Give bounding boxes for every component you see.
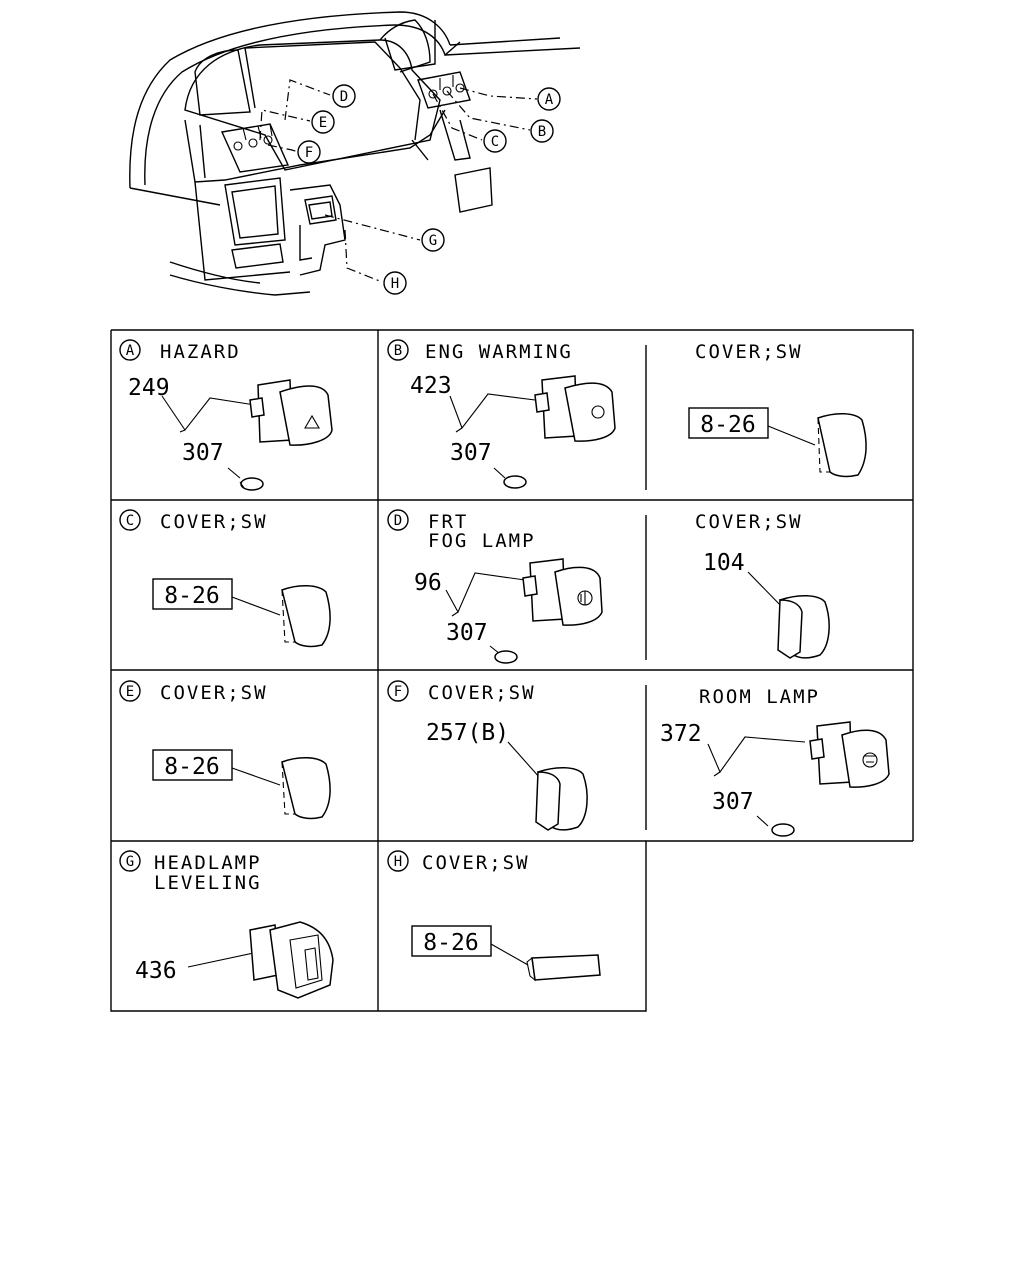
cell-f2-title: ROOM LAMP [699, 686, 820, 708]
cell-b2-cover-sw: COVER;SW 8-26 [688, 341, 867, 478]
callout-c: C [483, 129, 507, 153]
svg-text:C: C [126, 513, 134, 529]
svg-text:G: G [126, 854, 134, 870]
part-436-label: 436 [135, 958, 177, 984]
cell-g-title-2: LEVELING [154, 872, 262, 894]
cell-d2-title: COVER;SW [695, 511, 803, 533]
cell-b2-title: COVER;SW [695, 341, 803, 363]
cell-c-title: COVER;SW [160, 511, 268, 533]
headlamp-leveling-switch [249, 921, 334, 999]
svg-text:H: H [391, 276, 399, 292]
switch-cover-104 [777, 595, 830, 659]
part-307-label-b: 307 [450, 440, 492, 466]
part-307-label-f2: 307 [712, 789, 754, 815]
svg-text:H: H [394, 854, 402, 870]
svg-text:B: B [538, 124, 546, 140]
svg-text:8-26: 8-26 [164, 583, 219, 609]
cell-b-title: ENG WARMING [425, 341, 573, 363]
svg-text:A: A [126, 343, 135, 359]
callout-markers: A B C D E F G H [297, 84, 561, 295]
callout-h: H [383, 271, 407, 295]
svg-text:G: G [429, 233, 437, 249]
bulb-307-f2 [771, 823, 795, 837]
part-423-label: 423 [410, 373, 452, 399]
cell-f-cover-sw: F COVER;SW 257(B) [387, 680, 588, 831]
part-104-label: 104 [703, 550, 745, 576]
switch-cover-h [526, 954, 601, 982]
cell-f2-room-lamp: ROOM LAMP 372 307 [660, 686, 890, 837]
cell-a-hazard: A HAZARD 249 307 [119, 339, 333, 491]
cell-g-headlamp-leveling: G HEADLAMP LEVELING 436 [119, 850, 334, 999]
callout-b: B [530, 119, 554, 143]
svg-text:F: F [305, 145, 313, 161]
cell-e-title: COVER;SW [160, 682, 268, 704]
cell-d2-cover-sw: COVER;SW 104 [695, 511, 830, 659]
callout-e: E [311, 110, 335, 134]
ref-8-26: 8-26 [700, 412, 755, 438]
bulb-307 [239, 477, 264, 491]
part-307-label-d: 307 [446, 620, 488, 646]
svg-text:E: E [319, 115, 327, 131]
switch-cover-c [281, 585, 331, 648]
svg-text:8-26: 8-26 [423, 930, 478, 956]
svg-text:D: D [340, 89, 348, 105]
part-307-label: 307 [182, 440, 224, 466]
hazard-switch [249, 379, 333, 446]
svg-text:E: E [126, 684, 134, 700]
bulb-307-d [494, 650, 518, 664]
svg-text:F: F [394, 684, 402, 700]
cell-c-cover-sw: C COVER;SW 8-26 [119, 509, 331, 648]
cell-d-frt-fog-lamp: D FRT FOG LAMP 96 307 [387, 509, 603, 664]
cell-b-eng-warming: B ENG WARMING 423 307 [387, 339, 616, 489]
ref-box [688, 407, 769, 439]
callout-leaders [259, 79, 538, 283]
svg-text:D: D [394, 513, 402, 529]
bulb-307-b [503, 475, 527, 489]
callout-f: F [297, 140, 321, 164]
svg-text:A: A [545, 92, 554, 108]
parts-grid [110, 329, 914, 1012]
callout-g: G [421, 228, 445, 252]
cell-e-cover-sw: E COVER;SW 8-26 [119, 680, 331, 820]
cell-d-title-1: FRT [428, 511, 468, 533]
callout-a: A [537, 87, 561, 111]
cell-a-title: HAZARD [160, 341, 241, 363]
fog-lamp-switch [522, 558, 603, 626]
switch-cover-e [281, 757, 331, 820]
room-lamp-switch [809, 721, 890, 788]
cell-h-cover-sw: H COVER;SW 8-26 [387, 850, 601, 982]
dashboard-illustration [129, 11, 581, 296]
callout-d: D [332, 84, 356, 108]
part-372-label: 372 [660, 721, 702, 747]
part-257b-label: 257(B) [426, 720, 509, 746]
eng-warming-switch [534, 375, 616, 442]
switch-cover-257b [535, 767, 588, 831]
cell-a-marker [119, 339, 141, 361]
svg-text:8-26: 8-26 [164, 754, 219, 780]
cell-g-title-1: HEADLAMP [154, 852, 262, 874]
cell-d-title-2: FOG LAMP [428, 530, 536, 552]
cell-h-title: COVER;SW [422, 852, 530, 874]
svg-text:B: B [394, 343, 402, 359]
switch-cover [817, 413, 867, 478]
cell-f-title: COVER;SW [428, 682, 536, 704]
svg-text:C: C [491, 134, 499, 150]
part-96-label: 96 [414, 570, 442, 596]
